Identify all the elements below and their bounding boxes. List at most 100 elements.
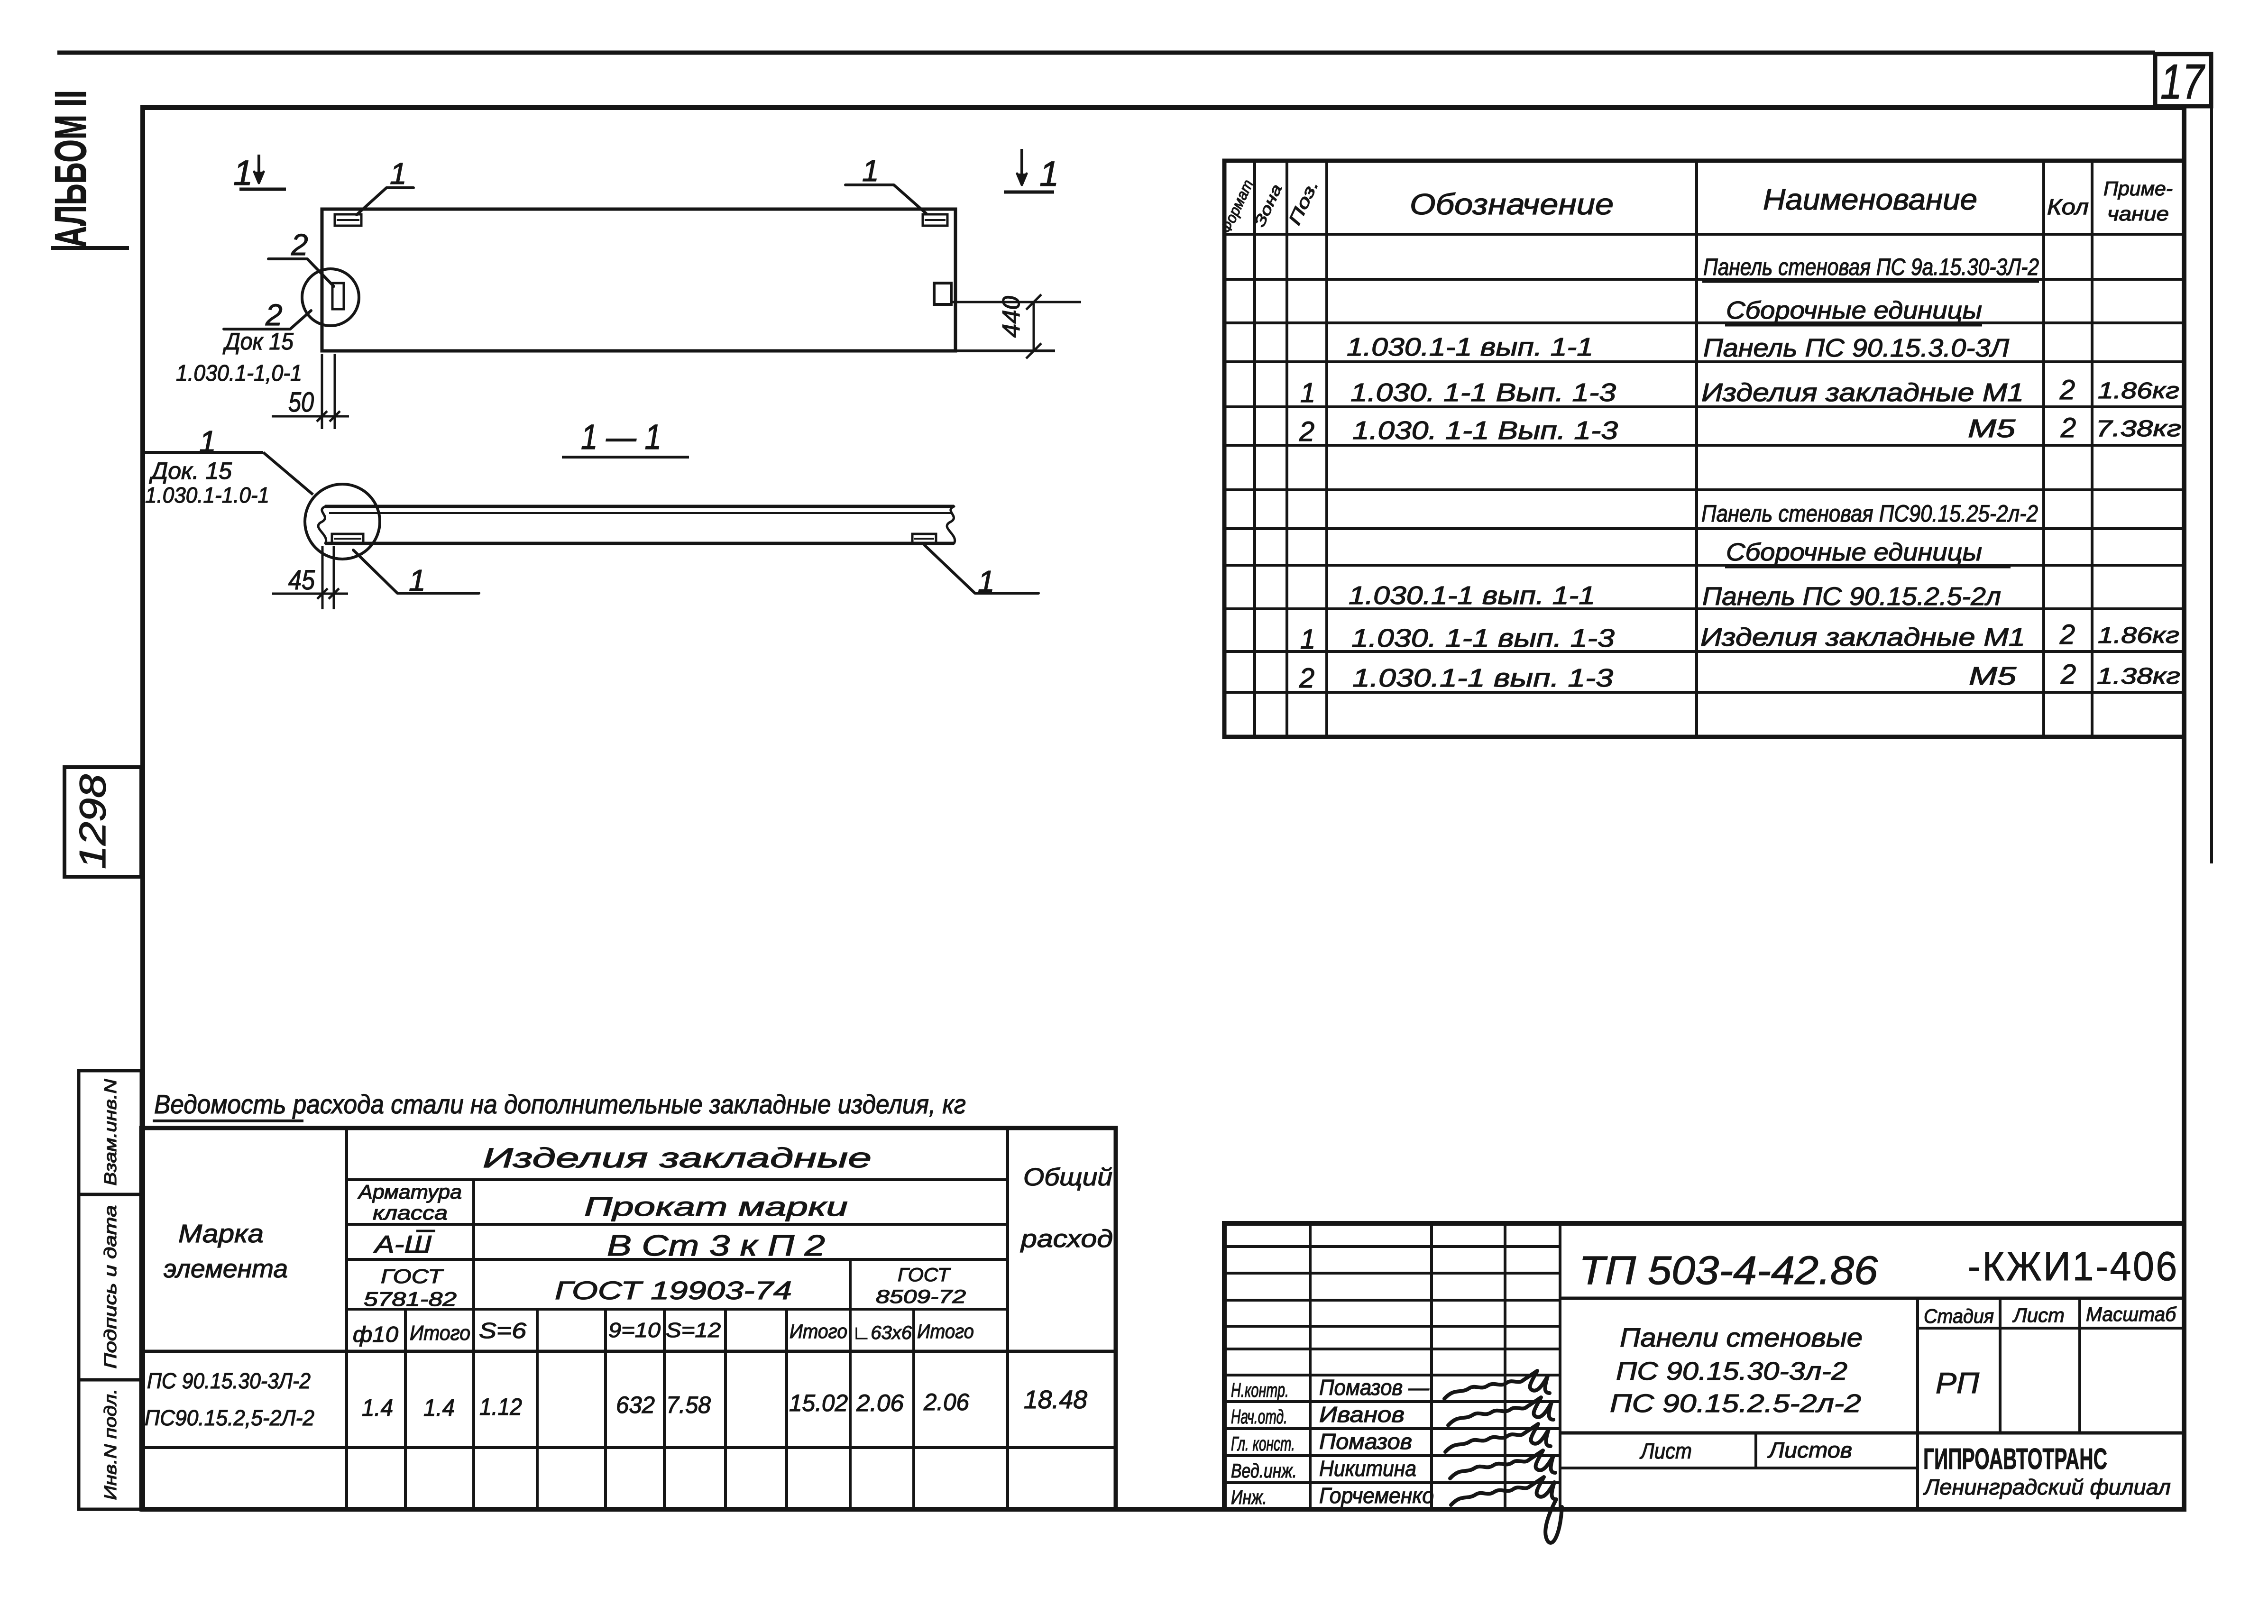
svg-text:15.02: 15.02 <box>789 1390 848 1416</box>
svg-text:ТП 503-4-42.86: ТП 503-4-42.86 <box>1579 1248 1878 1293</box>
svg-text:8509-72: 8509-72 <box>876 1286 966 1307</box>
svg-text:1.12: 1.12 <box>479 1394 522 1420</box>
svg-text:Панель стеновая ПС90.15.25-2л-: Панель стеновая ПС90.15.25-2л-2 <box>1701 500 2038 527</box>
svg-text:Обозначение: Обозначение <box>1410 188 1614 221</box>
svg-text:2.06: 2.06 <box>856 1390 904 1416</box>
svg-text:1.86кг: 1.86кг <box>2098 623 2179 648</box>
svg-text:1: 1 <box>1300 624 1315 655</box>
svg-text:ПС90.15.2,5-2Л-2: ПС90.15.2,5-2Л-2 <box>145 1405 314 1430</box>
svg-text:1.86кг: 1.86кг <box>2098 378 2179 404</box>
svg-text:Общий: Общий <box>1023 1164 1112 1191</box>
svg-text:Панели стеновые: Панели стеновые <box>1620 1322 1863 1352</box>
svg-text:45: 45 <box>288 565 315 596</box>
svg-text:В Ст 3 к П 2: В Ст 3 к П 2 <box>607 1229 825 1262</box>
svg-text:ГОСТ: ГОСТ <box>898 1265 951 1285</box>
svg-text:Док. 15: Док. 15 <box>149 458 232 484</box>
svg-text:1.030.1-1,0-1: 1.030.1-1,0-1 <box>176 361 302 386</box>
svg-text:5781-82: 5781-82 <box>364 1288 457 1310</box>
svg-text:1: 1 <box>409 563 426 597</box>
svg-text:1.030.1-1 вып. 1-1: 1.030.1-1 вып. 1-1 <box>1349 581 1595 610</box>
svg-text:АЛЬБОМ II: АЛЬБОМ II <box>46 90 95 248</box>
svg-text:ф10: ф10 <box>353 1322 398 1347</box>
svg-text:Н.контр.: Н.контр. <box>1231 1379 1289 1401</box>
svg-text:1.030. 1-1 вып. 1-3: 1.030. 1-1 вып. 1-3 <box>1351 624 1615 652</box>
svg-text:2: 2 <box>1299 663 1314 694</box>
svg-text:Иванов: Иванов <box>1319 1402 1405 1427</box>
svg-text:S=12: S=12 <box>666 1319 721 1342</box>
svg-text:ГИПРОАВТОТРАНС: ГИПРОАВТОТРАНС <box>1923 1443 2107 1476</box>
svg-text:Никитина: Никитина <box>1319 1456 1416 1481</box>
svg-text:7.58: 7.58 <box>666 1392 711 1418</box>
svg-text:ПС 90.15.2.5-2л-2: ПС 90.15.2.5-2л-2 <box>1610 1389 1861 1418</box>
svg-text:Итого: Итого <box>917 1320 974 1342</box>
svg-text:1: 1 <box>233 153 253 193</box>
svg-text:2: 2 <box>2059 619 2075 650</box>
svg-text:632: 632 <box>616 1392 655 1418</box>
svg-text:Масштаб: Масштаб <box>2086 1303 2176 1325</box>
svg-text:расход: расход <box>1020 1225 1113 1253</box>
svg-text:1: 1 <box>862 154 879 188</box>
svg-text:Нач.отд.: Нач.отд. <box>1231 1405 1287 1428</box>
svg-text:2: 2 <box>1299 416 1314 447</box>
svg-text:Стадия: Стадия <box>1924 1305 1994 1327</box>
svg-text:440: 440 <box>998 296 1025 338</box>
svg-text:2: 2 <box>265 298 283 332</box>
svg-text:7.38кг: 7.38кг <box>2096 416 2181 441</box>
svg-text:Ленинградский филиал: Ленинградский филиал <box>1923 1475 2171 1499</box>
svg-text:1.030.1-1 вып. 1-1: 1.030.1-1 вып. 1-1 <box>1347 333 1593 361</box>
svg-text:1.030. 1-1 Вып. 1-3: 1.030. 1-1 Вып. 1-3 <box>1350 378 1616 407</box>
svg-text:Листов: Листов <box>1767 1438 1852 1462</box>
svg-text:1.4: 1.4 <box>362 1395 393 1421</box>
svg-text:2: 2 <box>291 228 308 262</box>
svg-text:1: 1 <box>1039 154 1059 193</box>
svg-text:Марка: Марка <box>178 1220 264 1248</box>
svg-text:Ведомость расхода стали на д: Ведомость расхода стали на дополнительны… <box>154 1089 966 1119</box>
svg-text:1: 1 <box>978 564 995 598</box>
svg-text:17: 17 <box>2160 55 2205 110</box>
svg-text:Изделия закладные М1: Изделия закладные М1 <box>1701 378 2024 407</box>
svg-text:Сборочные единицы: Сборочные единицы <box>1726 539 1982 566</box>
svg-text:1298: 1298 <box>72 774 113 869</box>
svg-text:1 — 1: 1 — 1 <box>581 417 661 457</box>
svg-text:Инж.: Инж. <box>1231 1486 1267 1508</box>
svg-text:18.48: 18.48 <box>1024 1385 1087 1414</box>
svg-text:Док 15: Док 15 <box>222 328 294 355</box>
svg-text:Лист: Лист <box>1639 1439 1692 1463</box>
svg-text:Наименование: Наименование <box>1763 184 1977 216</box>
svg-text:Изделия закладные М1: Изделия закладные М1 <box>1700 623 2025 651</box>
svg-text:Горчеменко: Горчеменко <box>1319 1483 1434 1508</box>
svg-text:-КЖИ1-406: -КЖИ1-406 <box>1968 1244 2179 1289</box>
svg-text:50: 50 <box>288 387 314 418</box>
svg-text:2.06: 2.06 <box>923 1389 969 1415</box>
svg-text:Гл. конст.: Гл. конст. <box>1231 1432 1295 1455</box>
svg-text:Прокат марки: Прокат марки <box>584 1192 848 1221</box>
svg-text:S=6: S=6 <box>479 1318 526 1343</box>
svg-text:1.38кг: 1.38кг <box>2097 664 2180 689</box>
svg-text:ГОСТ 19903-74: ГОСТ 19903-74 <box>555 1276 792 1305</box>
svg-text:∟63х6: ∟63х6 <box>852 1322 912 1343</box>
svg-text:Панель стеновая ПС 9а.15.30-3Л: Панель стеновая ПС 9а.15.30-3Л-2 <box>1703 254 2039 280</box>
svg-text:2: 2 <box>2060 659 2076 690</box>
svg-text:Лист: Лист <box>2012 1304 2065 1326</box>
svg-text:Кол: Кол <box>2047 194 2089 219</box>
svg-text:1.030.1-1 вып. 1-3: 1.030.1-1 вып. 1-3 <box>1352 664 1613 692</box>
svg-text:Помазов: Помазов <box>1319 1429 1412 1454</box>
svg-text:Инв.N подл.: Инв.N подл. <box>101 1389 120 1500</box>
svg-text:1: 1 <box>390 156 407 191</box>
svg-text:РП: РП <box>1936 1367 1979 1400</box>
svg-text:Приме-: Приме- <box>2103 177 2173 200</box>
svg-text:Помазов —: Помазов — <box>1319 1375 1430 1400</box>
svg-text:2: 2 <box>2059 375 2075 405</box>
svg-text:1.030. 1-1 Вып. 1-3: 1.030. 1-1 Вып. 1-3 <box>1352 416 1618 445</box>
svg-text:М5: М5 <box>1968 414 2016 443</box>
svg-text:Подпись и дата: Подпись и дата <box>101 1205 120 1369</box>
svg-text:чание: чание <box>2107 202 2169 225</box>
svg-text:Арматура: Арматура <box>357 1181 462 1203</box>
svg-text:ПС 90.15.30-3Л-2: ПС 90.15.30-3Л-2 <box>147 1368 311 1393</box>
svg-text:1: 1 <box>1300 377 1315 408</box>
svg-text:1.030.1-1.0-1: 1.030.1-1.0-1 <box>145 483 269 507</box>
svg-text:Итого: Итого <box>410 1321 470 1345</box>
svg-text:2: 2 <box>2060 413 2076 443</box>
svg-text:1.4: 1.4 <box>423 1395 455 1421</box>
svg-text:Панель ПС 90.15.3.0-3Л: Панель ПС 90.15.3.0-3Л <box>1703 334 2010 362</box>
